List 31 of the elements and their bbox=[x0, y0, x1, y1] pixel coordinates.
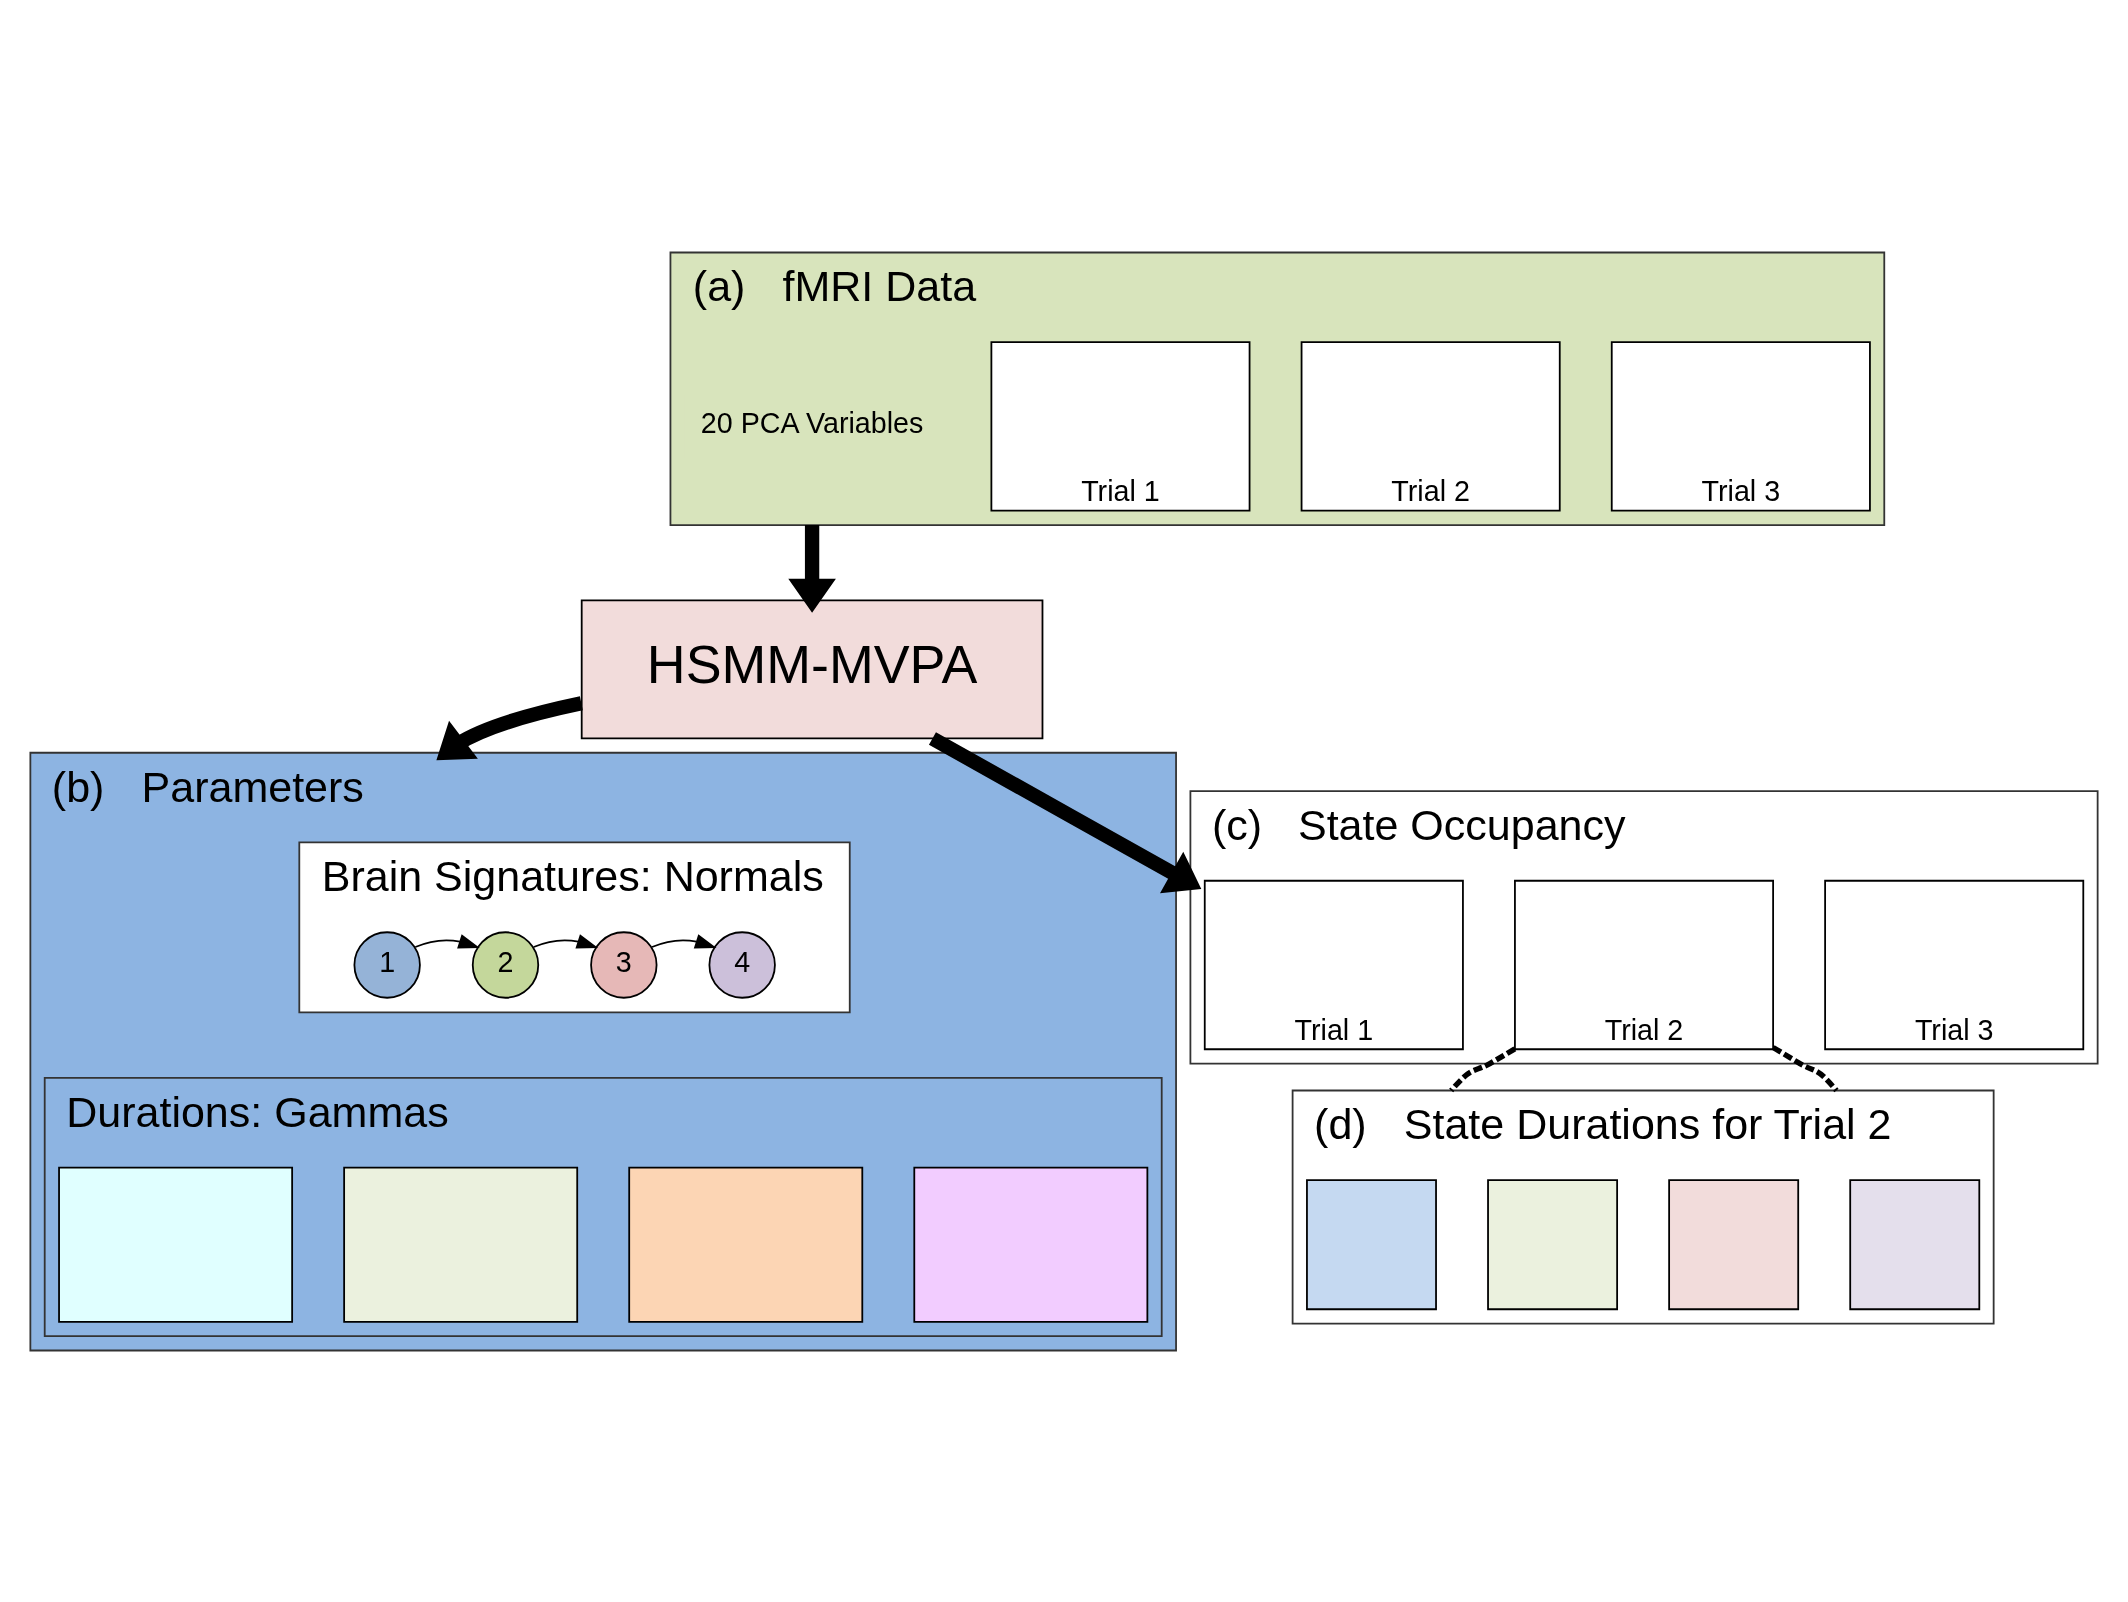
arrow bbox=[436, 695, 583, 760]
node-box: Trial 1 bbox=[990, 340, 1251, 512]
node-box: Trial 1 bbox=[1203, 879, 1464, 1050]
arrow bbox=[651, 933, 717, 949]
node-box: Trial 3 bbox=[1610, 340, 1871, 512]
node-box: HSMM-MVPA bbox=[580, 598, 1044, 739]
node-box bbox=[1849, 1178, 1981, 1310]
node-box: Trial 3 bbox=[1824, 879, 2085, 1050]
node-box: Trial 2 bbox=[1514, 879, 1774, 1050]
node-label: (b) bbox=[51, 762, 105, 811]
arrow bbox=[928, 731, 1202, 893]
arrow bbox=[532, 933, 599, 949]
node-label: (d) bbox=[1314, 1099, 1367, 1148]
node-box bbox=[628, 1166, 864, 1323]
node-box bbox=[58, 1166, 294, 1323]
node-text: 20 PCA Variables bbox=[700, 406, 924, 439]
node-circle: 1 bbox=[353, 930, 421, 999]
node-box bbox=[1487, 1178, 1619, 1310]
arrow bbox=[788, 524, 836, 613]
node-circle: 2 bbox=[471, 930, 540, 999]
cluster: Durations: Gammas bbox=[43, 1076, 1163, 1337]
node-box bbox=[913, 1166, 1149, 1323]
node-box bbox=[1668, 1178, 1800, 1310]
node-box bbox=[1306, 1178, 1437, 1310]
node-circle: 4 bbox=[708, 930, 776, 999]
arrow bbox=[414, 933, 480, 949]
node-box bbox=[343, 1166, 579, 1323]
node-label: (a) bbox=[692, 261, 746, 310]
node-box: Trial 2 bbox=[1300, 340, 1561, 512]
node-label: (c) bbox=[1211, 800, 1263, 849]
node-circle: 3 bbox=[590, 930, 658, 999]
